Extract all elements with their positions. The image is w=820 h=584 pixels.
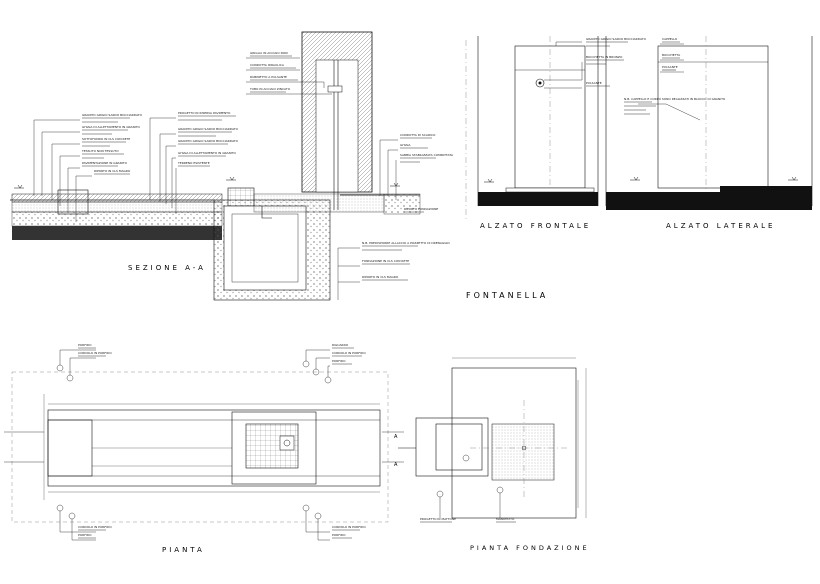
foundation-plan-title: PIANTA FONDAZIONE <box>470 544 590 552</box>
plan-label-top-left-1: PORFIDO <box>78 343 92 347</box>
side-elevation-title: ALZATO LATERALE <box>666 222 775 230</box>
section-bottom-note-3: RIPORTO IN CLS MAGRO <box>362 275 399 279</box>
section-marker-top: A <box>394 434 398 440</box>
section-note-3: SOTTOFONDO IN CLS CON RETE <box>82 137 130 141</box>
plan-label-bottom-left-1: CORDOLO IN PORFIDO <box>78 525 112 529</box>
section-center-note-3: GRANITO GRIGIO SARDO BOCCIARDATO <box>178 139 239 143</box>
plan-label-bottom-left-2: PORFIDO <box>78 533 92 537</box>
plan-drawing: PORFIDO CORDOLO IN PORFIDO RIGUARDO CORD… <box>4 343 404 541</box>
plan-title: PIANTA <box>162 546 205 554</box>
foundation-label-2: MANUFATTO <box>496 517 515 521</box>
section-top-note-1: GRIGLIA IN ACCIAIO INOX <box>250 51 288 55</box>
section-note-5: PAVIMENTAZIONE IN GRANITO <box>82 161 128 165</box>
plan-label-bottom-right-2: PORFIDO <box>332 533 346 537</box>
side-note-4: N.B. CAPPELLO E CORPO SONO REALIZZATI IN… <box>624 97 726 101</box>
section-center-note-5: TERRENO ESISTENTE <box>177 161 210 165</box>
plan-label-bottom-right-1: CORDOLO IN PORFIDO <box>332 525 366 529</box>
plan-label-top-right-3: PORFIDO <box>332 359 346 363</box>
front-note-2: BOCCHETTA IN BRONZO <box>586 55 623 59</box>
foundation-label-1: PROGETTO IN MATTONE <box>420 517 456 521</box>
section-right-note-3: SABBIA STABILIZZATA COMPATTATA <box>400 153 454 157</box>
section-note-1: GRANITO GRIGIO SARDO BOCCIARDATO <box>82 113 143 117</box>
front-note-1: GRANITO GRIGIO SARDO BOCCIARDATO <box>586 37 647 41</box>
section-top-note-2: CONDOTTA IDRAULICA <box>250 63 285 67</box>
section-title: SEZIONE A-A <box>128 264 206 272</box>
section-note-4: TESSUTO NON TESSUTO <box>81 149 119 153</box>
side-elevation: CAPPELLO BOCCHETTA PULSANTE N.B. CAPPELL… <box>605 36 813 210</box>
drawing-title: FONTANELLA <box>466 291 548 300</box>
plan-label-top-right-1: RIGUARDO <box>332 343 349 347</box>
section-center-note-1: PROGETTO IN RISERVA PAVIMENTO <box>178 111 231 115</box>
section-center-note-4: GHIAIA DI ALLETTAMENTO IN GRANITO <box>178 151 237 155</box>
section-bottom-note-2: FONDAZIONE IN CLS CON RETE <box>362 259 409 263</box>
plan-label-top-right-2: CORDOLO IN PORFIDO <box>332 351 366 355</box>
side-note-1: CAPPELLO <box>662 37 678 41</box>
section-top-note-4: TUBO IN ACCIAIO ZINCATO <box>249 87 291 91</box>
front-elevation: GRANITO GRIGIO SARDO BOCCIARDATO BOCCHET… <box>477 36 647 206</box>
section-note-6: RIPORTO IN CLS MAGRO <box>94 169 131 173</box>
section-right-note-1: CONDOTTA DI SCARICO <box>400 133 436 137</box>
side-note-2: BOCCHETTA <box>662 53 681 57</box>
section-note-2: GHIAIA DI ALLETTAMENTO IN GRANITO <box>82 125 141 129</box>
foundation-plan: PROGETTO IN MATTONE MANUFATTO A A <box>394 357 587 523</box>
section-marker-bottom: A <box>394 462 398 468</box>
section-bottom-note-1: N.B. PREDISPORRE ALLACCIO A POZZETTO DI … <box>362 241 450 245</box>
plan-label-top-left-2: CORDOLO IN PORFIDO <box>78 351 112 355</box>
section-right-note-2: GHIAIA <box>400 143 411 147</box>
section-center-note-2: GRANITO GRIGIO SARDO BOCCIARDATO <box>178 127 239 131</box>
section-right-note-4: RIPORTO FONDAZIONE <box>404 207 438 211</box>
front-elevation-title: ALZATO FRONTALE <box>480 222 591 230</box>
side-note-3: PULSANTE <box>662 65 678 69</box>
front-note-3: PULSANTE <box>586 81 602 85</box>
section-top-note-3: RUBINETTO A PULSANTE <box>250 75 287 79</box>
section-drawing: GRANITO GRIGIO SARDO BOCCIARDATO GHIAIA … <box>10 31 467 301</box>
